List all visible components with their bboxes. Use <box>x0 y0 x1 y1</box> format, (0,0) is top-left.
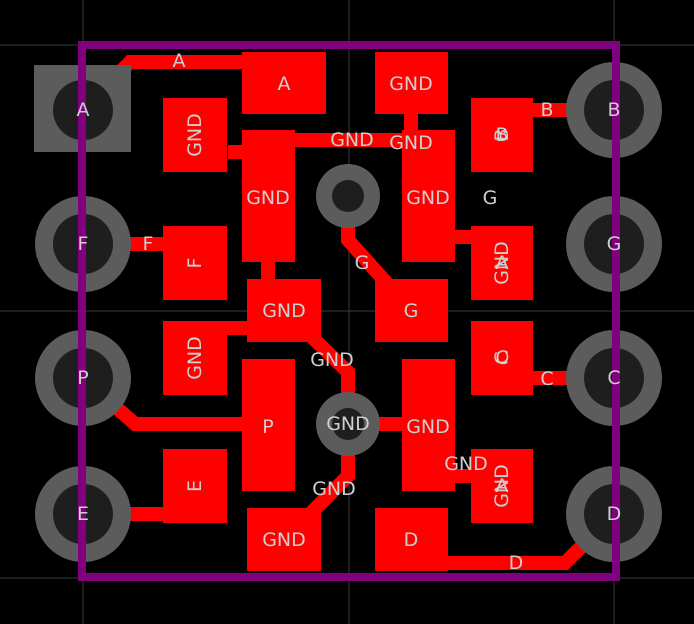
pad-label-gnd-via: GND <box>326 413 370 435</box>
pad-g <box>375 279 448 342</box>
pad-label-gnd-col-mid: GND <box>246 187 290 209</box>
pad-label-gnd-left-mid: GND <box>184 336 206 380</box>
pad-label-f: F <box>184 258 206 269</box>
pad-gnd-top <box>375 52 448 114</box>
pad-label-gnd-right-mid: GND <box>406 416 450 438</box>
pin-label-c: C <box>607 367 620 389</box>
pad-label-g: G <box>404 300 419 322</box>
pad-label-gnd-right-bot: GND <box>491 464 513 508</box>
pad-gnd-center <box>247 279 321 342</box>
pad-label-gnd-col-right: GND <box>406 187 450 209</box>
pad-label-a-ghost2: A <box>496 475 509 497</box>
pad-label-b: B <box>495 124 508 146</box>
pad-label-gnd-left-top: GND <box>184 113 206 157</box>
net-label-a: A <box>173 50 186 72</box>
pad-p <box>242 359 295 491</box>
net-label-g2: G <box>355 252 370 274</box>
pad-label-gnd-right-top: GND <box>491 241 513 285</box>
pad-label-c: C <box>495 347 508 369</box>
vias <box>316 164 380 456</box>
pad-f <box>163 226 227 300</box>
pad-gnd-bottom-left <box>247 508 321 571</box>
pad-label-d: D <box>404 529 419 551</box>
pad-gnd-right-mid <box>402 359 455 491</box>
pad-label-a: A <box>278 73 291 95</box>
pad-gnd-right-bot <box>471 449 533 523</box>
pin-label-e: E <box>77 503 89 525</box>
board-outline <box>78 41 620 581</box>
net-label-gnd1: GND <box>330 129 374 151</box>
pad-c <box>471 321 533 395</box>
pad-label-p: P <box>262 416 273 438</box>
pad-label-gnd-top: GND <box>389 73 433 95</box>
pad-labels: A GND GND B B GND GND F GND A GND G GND … <box>184 73 513 551</box>
pad-label-e: E <box>184 480 206 492</box>
pad-d <box>375 508 448 571</box>
pin-label-p: P <box>77 367 88 389</box>
pad-label-gnd-center: GND <box>262 300 306 322</box>
net-label-b: B <box>540 99 553 121</box>
pad-gnd-col-right <box>402 130 455 262</box>
pin-label-d: D <box>607 503 622 525</box>
pad-gnd-left-mid <box>163 321 227 395</box>
pin-labels: A B F G P C E D <box>77 99 622 525</box>
pad-e <box>163 449 227 523</box>
net-label-f: F <box>143 233 154 255</box>
pin-label-g: G <box>607 233 622 255</box>
pad-label-gnd-bottom-left: GND <box>262 529 306 551</box>
net-label-g1: G <box>483 187 498 209</box>
net-label-gnd5: GND <box>312 478 356 500</box>
pad-label-c-ghost: C <box>491 351 513 364</box>
pad-label-b-ghost: B <box>491 128 513 141</box>
pad-gnd-col-mid <box>242 130 295 262</box>
net-label-d: D <box>509 552 524 574</box>
net-label-c: C <box>540 368 553 390</box>
pad-gnd-right-top <box>471 226 533 300</box>
net-label-gnd4: GND <box>444 453 488 475</box>
pad-a <box>242 52 326 114</box>
net-labels: A B GND GND G F G GND C GND GND D <box>143 50 554 574</box>
pin-label-b: B <box>607 99 620 121</box>
pad-gnd-left-top <box>163 98 227 172</box>
net-label-gnd2: GND <box>389 132 433 154</box>
pad-b <box>471 98 533 172</box>
net-label-gnd3: GND <box>310 349 354 371</box>
pin-label-a: A <box>77 99 90 121</box>
smd-pads <box>163 52 533 571</box>
pad-label-a-ghost1: A <box>496 252 509 274</box>
pin-label-f: F <box>78 233 89 255</box>
